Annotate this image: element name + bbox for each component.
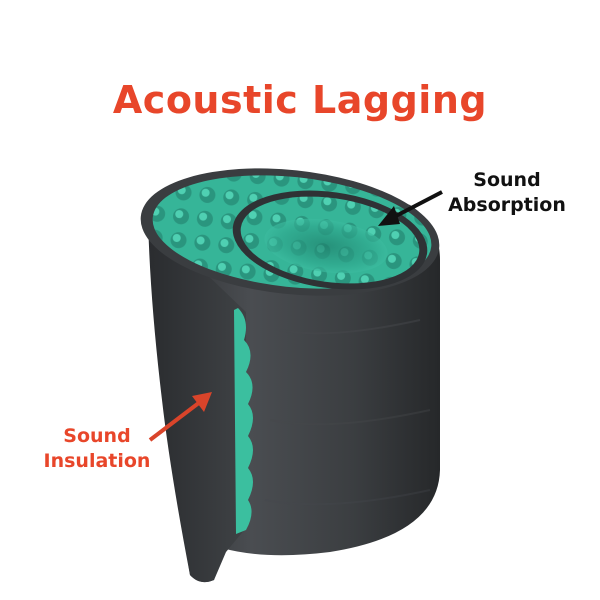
page-title: Acoustic Lagging	[112, 78, 488, 122]
flap-edge-foam	[234, 308, 253, 534]
sound-absorption-label: Sound Absorption	[442, 168, 572, 218]
insulation-arrow	[148, 392, 212, 442]
insulation-label-line2: Insulation	[43, 450, 151, 472]
absorption-label-line2: Absorption	[448, 194, 566, 216]
absorption-arrow	[378, 190, 443, 226]
sound-insulation-label: Sound Insulation	[36, 424, 158, 474]
insulation-label-line1: Sound	[63, 425, 131, 447]
absorption-label-line1: Sound	[473, 169, 541, 191]
roll-inner-shadow	[264, 218, 388, 274]
